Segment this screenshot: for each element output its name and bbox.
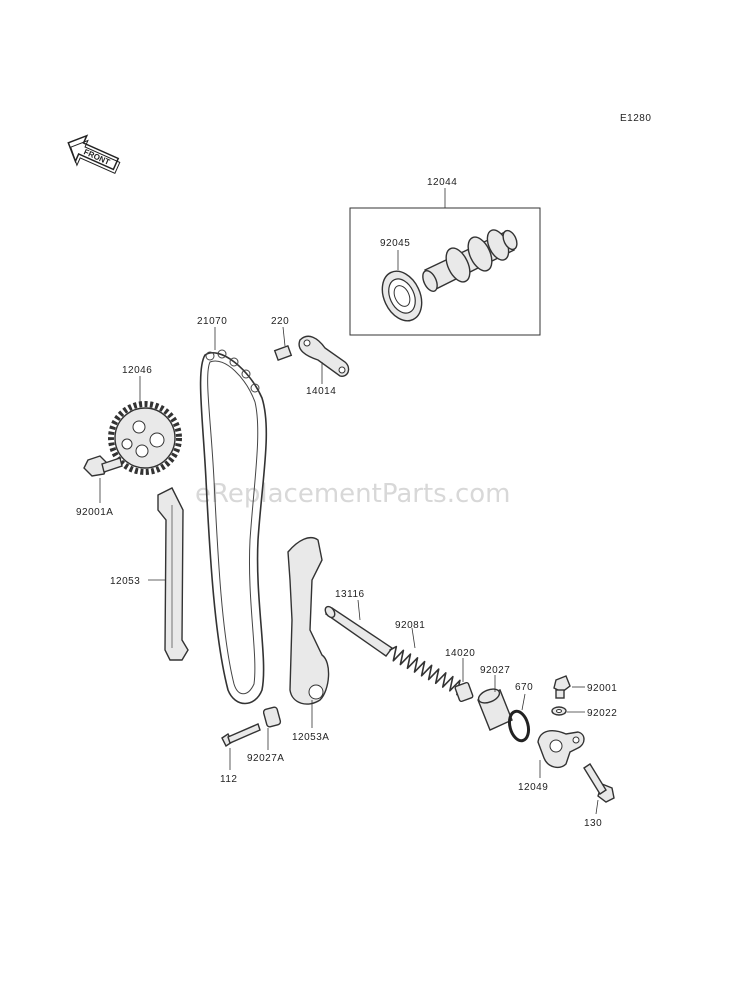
tensioner-spring — [389, 645, 465, 696]
chain-guide-plate — [298, 335, 350, 377]
callout-92027: 92027 — [480, 665, 510, 676]
callout-92045: 92045 — [380, 238, 410, 249]
callout-13116: 13116 — [335, 589, 365, 600]
washer — [551, 706, 567, 716]
watermark: eReplacementParts.com — [195, 479, 511, 509]
callout-112: 112 — [220, 774, 237, 785]
callout-92022: 92022 — [587, 708, 617, 719]
callout-92081: 92081 — [395, 620, 425, 631]
callout-12053: 12053 — [110, 576, 140, 587]
callout-220: 220 — [271, 316, 289, 327]
callout-12044: 12044 — [427, 177, 457, 188]
leader-13116 — [357, 599, 361, 621]
tensioner-bolt — [583, 763, 615, 803]
tensioner-rod — [324, 605, 394, 657]
tensioner-cap-bolt — [553, 675, 571, 699]
sprocket-bolt — [83, 455, 123, 477]
leader-220 — [282, 326, 286, 347]
camshaft — [422, 229, 518, 292]
callout-12046: 12046 — [122, 365, 152, 376]
bearing — [381, 270, 423, 322]
callout-92001A: 92001A — [76, 507, 113, 518]
cam-chain — [199, 349, 268, 705]
callout-14020: 14020 — [445, 648, 475, 659]
collar — [262, 706, 282, 728]
cam-sprocket — [108, 401, 182, 475]
leader-130 — [595, 799, 599, 815]
callout-12053A: 12053A — [292, 732, 329, 743]
callout-670: 670 — [515, 682, 533, 693]
tensioner-guide — [287, 536, 330, 705]
tensioner-body — [537, 730, 585, 769]
o-ring — [507, 709, 531, 743]
callout-21070: 21070 — [197, 316, 227, 327]
diagram-code: E1280 — [620, 113, 651, 124]
guide-bolt — [221, 723, 261, 748]
leader-670 — [521, 693, 526, 711]
callout-12049: 12049 — [518, 782, 548, 793]
callout-130: 130 — [584, 818, 602, 829]
leader-92081 — [411, 627, 416, 649]
front-arrow-icon: FRONT — [67, 134, 121, 175]
bolt-220 — [273, 345, 293, 361]
callout-92001: 92001 — [587, 683, 617, 694]
callout-92027A: 92027A — [247, 753, 284, 764]
chain-guide — [157, 487, 189, 661]
tensioner-plug — [454, 681, 474, 703]
callout-14014: 14014 — [306, 386, 336, 397]
tensioner-collar — [477, 688, 513, 731]
